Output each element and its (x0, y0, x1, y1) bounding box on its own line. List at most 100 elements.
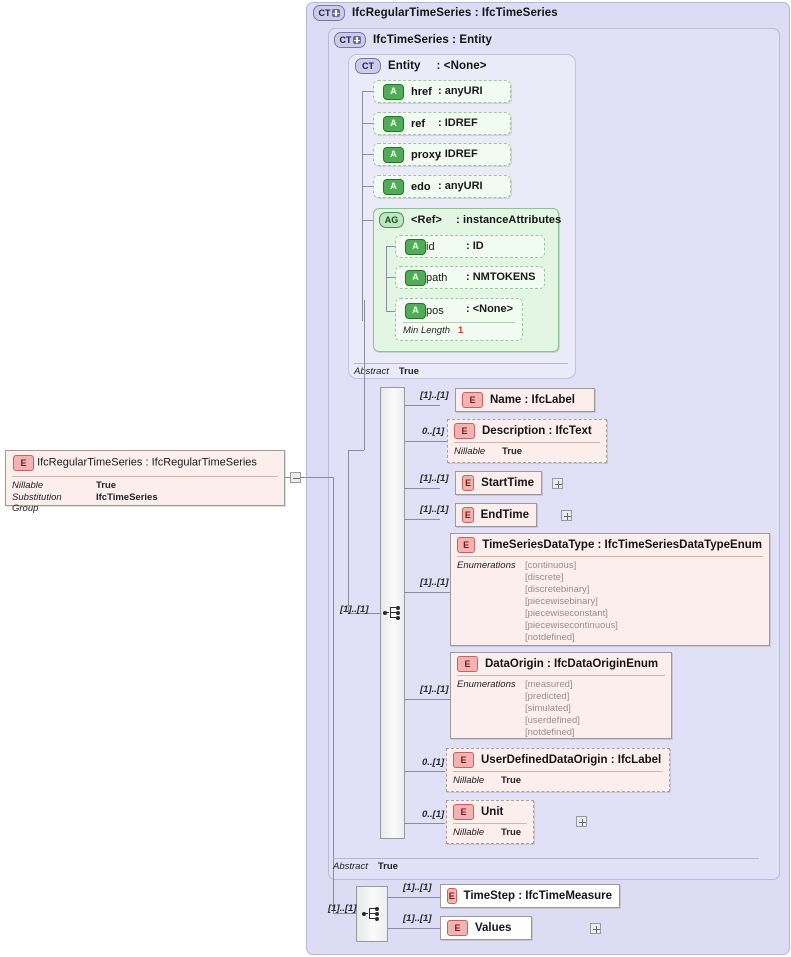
element-icon: E (453, 752, 474, 768)
mid-container-header: CT IfcTimeSeries : Entity (334, 32, 492, 48)
sequence-bottom-cardinality: [1]..[1] (328, 903, 357, 914)
seq-line-dataorigin (405, 699, 450, 700)
attribute-row-id[interactable]: A id (395, 235, 545, 258)
group-attr-connector-id (386, 246, 395, 247)
timeseries-abstract-row: Abstract True (333, 858, 759, 872)
element-title: StartTime (481, 477, 534, 489)
attribute-group-icon: AG (379, 212, 404, 228)
element-box-dataorigin[interactable]: E DataOrigin : IfcDataOriginEnum Enumera… (450, 652, 672, 739)
element-box-endtime[interactable]: E EndTime (455, 503, 537, 527)
attribute-group-name: <Ref> (411, 214, 443, 226)
outer-container-header: CT IfcRegularTimeSeries : IfcTimeSeries (313, 5, 558, 21)
element-header: E Values (441, 917, 531, 939)
attribute-group-header[interactable]: AG <Ref> : instanceAttributes (379, 212, 561, 228)
root-connector-line (285, 477, 290, 478)
entity-title: Entity (388, 60, 421, 72)
cardinality-dataorigin: [1]..[1] (420, 684, 449, 695)
element-icon: E (454, 423, 475, 439)
expand-toggle-endtime[interactable] (561, 510, 573, 521)
attribute-name: edo (411, 180, 431, 193)
attribute-row-edo[interactable]: A edo (373, 175, 511, 198)
prop-key: Nillable (454, 446, 486, 457)
element-property-nillable: Nillable True (454, 442, 600, 461)
complextype-icon[interactable]: CT (355, 58, 381, 74)
cardinality-timestep: [1]..[1] (403, 882, 432, 893)
enum-item: [discretebinary] (525, 584, 590, 595)
cardinality-timeseriesdatatype: [1]..[1] (420, 577, 449, 588)
prop-value: True (501, 827, 522, 838)
attribute-group-type: : instanceAttributes (456, 214, 562, 226)
entity-type: : <None> (436, 60, 487, 72)
attribute-row-pos[interactable]: A pos Min Length 1 (395, 298, 523, 341)
element-property-nillable: Nillable True (453, 823, 527, 842)
element-title: DataOrigin : IfcDataOriginEnum (485, 658, 659, 670)
cardinality-values: [1]..[1] (403, 913, 432, 924)
entity-attr-connector-vertical (362, 91, 363, 321)
mid-branch-top (348, 450, 364, 451)
element-icon: E (462, 475, 475, 491)
seq-line-starttime (405, 488, 440, 489)
complextype-expand-icon[interactable]: CT (334, 32, 366, 48)
attribute-name: pos (426, 304, 444, 317)
prop-value: True (96, 480, 117, 491)
enum-item: [piecewisebinary] (525, 596, 598, 607)
enum-item: [simulated] (525, 703, 571, 714)
element-header: E DataOrigin : IfcDataOriginEnum (451, 653, 671, 675)
minus-toggle[interactable] (290, 472, 301, 483)
element-box-unit[interactable]: E Unit Nillable True (446, 800, 534, 844)
cardinality-description: 0..[1] (422, 426, 445, 437)
element-box-description[interactable]: E Description : IfcText Nillable True (447, 419, 607, 463)
seq-line-userdefineddataorigin (405, 771, 445, 772)
timeseries-abstract-value: True (377, 861, 398, 872)
entity-container-header: CT Entity : <None> (355, 58, 487, 74)
enum-item: [piecewiseconstant] (525, 608, 608, 619)
element-header: E Description : IfcText (448, 420, 606, 442)
attribute-icon: A (383, 83, 404, 100)
root-element-header: E IfcRegularTimeSeries : IfcRegularTimeS… (6, 451, 284, 475)
element-box-userdefineddataorigin[interactable]: E UserDefinedDataOrigin : IfcLabel Nilla… (446, 748, 670, 792)
sequence-icon (362, 906, 382, 922)
element-header: E Unit (447, 801, 533, 823)
entity-attr-connector-group (362, 220, 373, 221)
attribute-row-path[interactable]: A path (395, 266, 545, 289)
complextype-expand-icon[interactable]: CT (313, 5, 345, 21)
element-box-name[interactable]: E Name : IfcLabel (455, 388, 595, 412)
enum-item: [notdefined] (525, 632, 575, 643)
attribute-row-ref[interactable]: A ref (373, 112, 511, 135)
enum-item: [discrete] (525, 572, 564, 583)
attribute-row-proxy[interactable]: A proxy (373, 143, 511, 166)
attribute-icon: A (383, 178, 404, 195)
element-icon: E (457, 656, 478, 672)
element-header: E UserDefinedDataOrigin : IfcLabel (447, 749, 669, 771)
expand-toggle-starttime[interactable] (552, 478, 564, 489)
enum-item: [predicted] (525, 691, 570, 702)
element-header: E TimeStep : IfcTimeMeasure (441, 885, 619, 907)
cardinality-endtime: [1]..[1] (420, 504, 449, 515)
outer-container-title: IfcRegularTimeSeries : IfcTimeSeries (352, 7, 558, 19)
entity-attr-connector-edo (362, 186, 373, 187)
attribute-row-href[interactable]: A href (373, 80, 511, 103)
root-element-prop-nillable: Nillable True (12, 480, 278, 491)
element-box-timestep[interactable]: E TimeStep : IfcTimeMeasure (440, 884, 620, 908)
element-box-values[interactable]: E Values (440, 916, 532, 940)
expand-toggle-values[interactable] (590, 923, 602, 934)
element-icon: E (447, 888, 457, 904)
root-element-ifcregulartimeseries[interactable]: E IfcRegularTimeSeries : IfcRegularTimeS… (5, 450, 285, 514)
cardinality-name: [1]..[1] (420, 390, 449, 401)
entity-abstract-value: True (398, 366, 419, 377)
element-icon: E (462, 507, 474, 523)
entity-abstract-row: Abstract True (354, 363, 568, 377)
expand-toggle-unit[interactable] (576, 816, 588, 827)
element-box-starttime[interactable]: E StartTime (455, 471, 542, 495)
enumerations-key: Enumerations (457, 560, 516, 571)
element-header: E TimeSeriesDataType : IfcTimeSeriesData… (451, 534, 769, 556)
prop-key: Nillable (12, 480, 44, 491)
sequence-connector-main[interactable] (380, 387, 405, 839)
sequence-connector-bottom[interactable] (356, 886, 388, 942)
entity-attr-connector-proxy (362, 154, 373, 155)
element-box-timeseriesdatatype[interactable]: E TimeSeriesDataType : IfcTimeSeriesData… (450, 533, 770, 646)
attribute-type-edo: : anyURI (438, 180, 483, 192)
enum-item: [userdefined] (525, 715, 580, 726)
entity-attr-connector-href (362, 91, 373, 92)
root-element-title: IfcRegularTimeSeries : IfcRegularTimeSer… (37, 456, 257, 469)
